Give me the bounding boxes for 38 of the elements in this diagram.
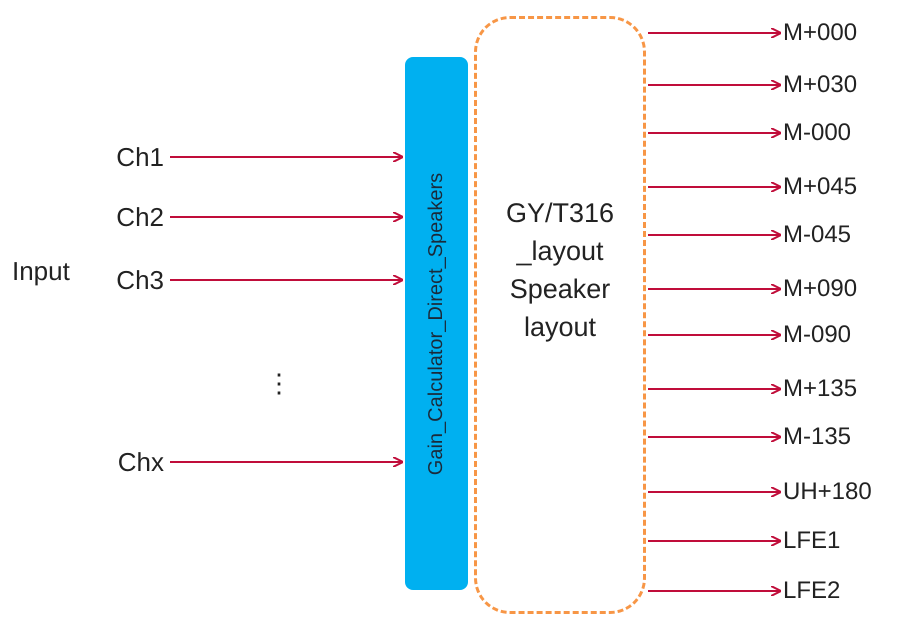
process-bar	[405, 57, 468, 590]
arrow	[648, 383, 782, 395]
channel-label: Ch2	[100, 200, 168, 234]
process-label: Gain_Calculator_Direct_Speakers	[424, 172, 448, 475]
speaker-label: LFE2	[783, 575, 883, 607]
arrow	[648, 486, 782, 498]
dashed-box	[474, 16, 646, 614]
ellipsis-label: ⋮	[266, 367, 292, 400]
speaker-label: M-045	[783, 219, 883, 251]
arrow	[648, 585, 782, 597]
channel-label: Ch3	[100, 263, 168, 297]
box-label: GY/T316 _layout Speaker layout	[504, 197, 616, 344]
arrow	[648, 431, 782, 443]
arrow	[170, 274, 404, 286]
speaker-label: M+000	[783, 17, 883, 49]
speaker-label: LFE1	[783, 525, 883, 557]
arrow	[170, 456, 404, 468]
speaker-label: M+045	[783, 171, 883, 203]
channel-label: Ch1	[100, 140, 168, 174]
channel-label: Chx	[100, 445, 168, 479]
arrow	[648, 27, 782, 39]
arrow	[648, 79, 782, 91]
arrow	[648, 181, 782, 193]
speaker-label: M-135	[783, 421, 883, 453]
arrow	[648, 127, 782, 139]
speaker-label: M+135	[783, 373, 883, 405]
arrow	[170, 151, 404, 163]
speaker-label: UH+180	[783, 476, 883, 508]
arrow	[648, 535, 782, 547]
speaker-label: M-090	[783, 319, 883, 351]
arrow	[648, 229, 782, 241]
speaker-label: M-000	[783, 117, 883, 149]
input-label: Input	[12, 255, 70, 288]
arrow	[648, 329, 782, 341]
arrow	[170, 211, 404, 223]
speaker-label: M+030	[783, 69, 883, 101]
speaker-label: M+090	[783, 273, 883, 305]
arrow	[648, 283, 782, 295]
